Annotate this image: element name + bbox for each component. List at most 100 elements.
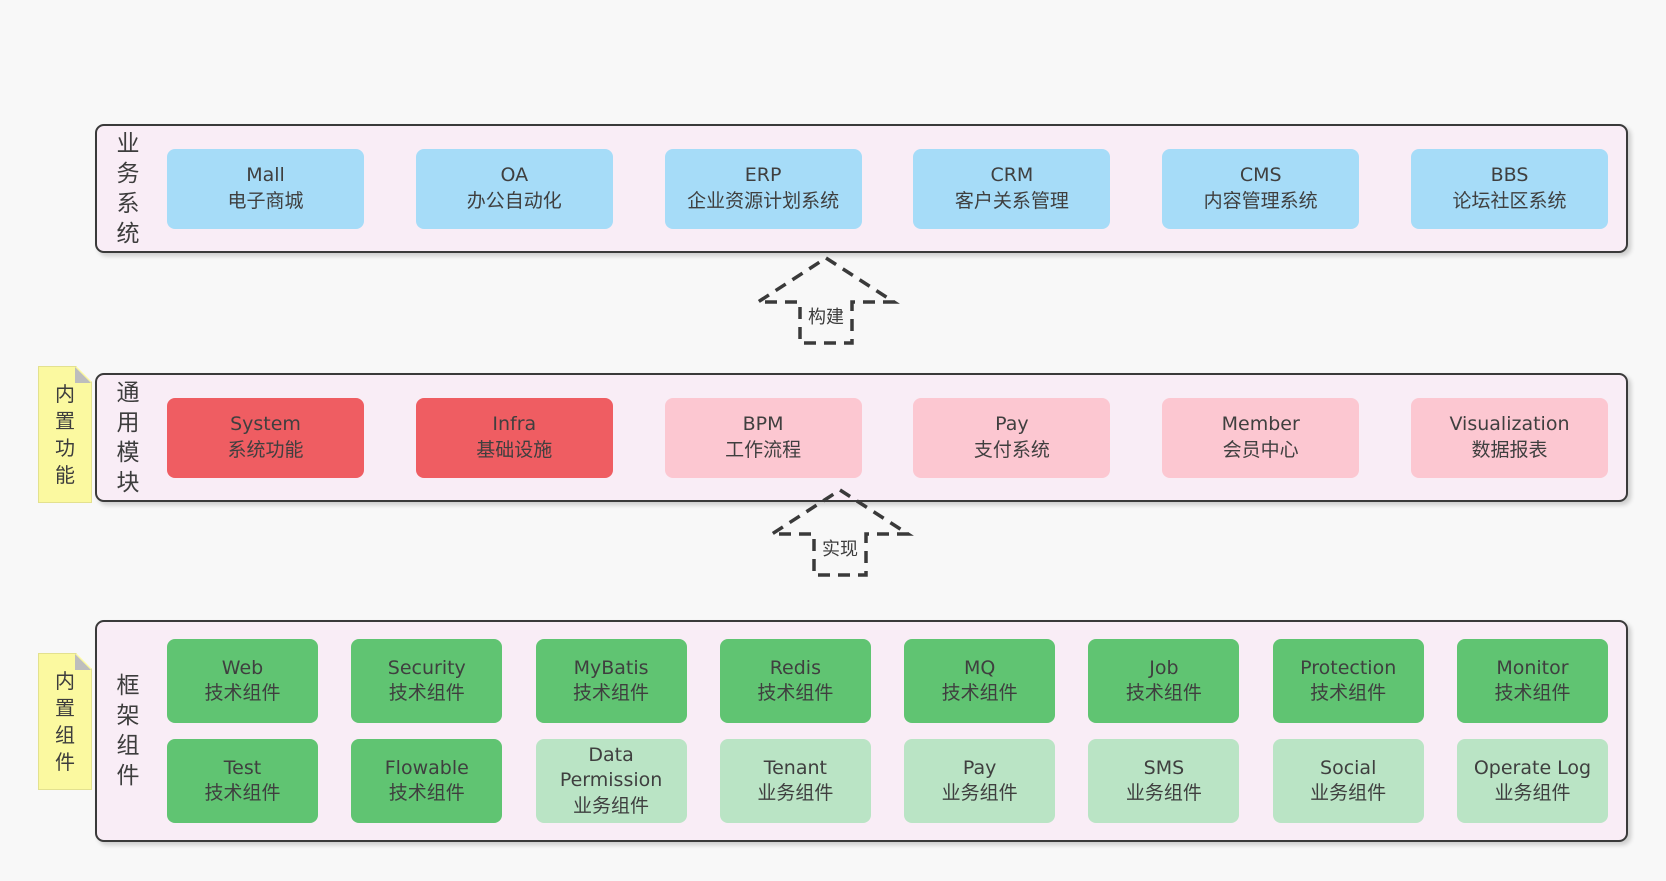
node-redis: Redis 技术组件 <box>719 639 871 723</box>
sticky-built-in-components: 内置组件 <box>38 653 92 790</box>
section-business-systems: 业务系统 Mall 电子商城 OA 办公自动化 ERP 企业资源计划系统 CRM… <box>95 124 1628 253</box>
node-mall: Mall 电子商城 <box>167 148 364 229</box>
node-name: Operate Log <box>1473 756 1592 779</box>
node-name: Mall <box>246 164 285 187</box>
arrow-build: 构建 <box>751 253 901 347</box>
node-name: Member <box>1221 413 1300 436</box>
section-common-modules: 通用模块 System 系统功能 Infra 基础设施 BPM 工作流程 Pay… <box>95 373 1628 502</box>
node-name: Infra <box>492 413 537 436</box>
business-systems-rows: Mall 电子商城 OA 办公自动化 ERP 企业资源计划系统 CRM 客户关系… <box>141 148 1626 229</box>
node-cms: CMS 内容管理系统 <box>1162 148 1360 229</box>
node-desc: 支付系统 <box>973 438 1050 461</box>
node-mybatis: MyBatis 技术组件 <box>535 639 687 723</box>
node-test: Test 技术组件 <box>167 739 318 823</box>
node-name: Test <box>223 756 262 779</box>
node-bpm: BPM 工作流程 <box>664 397 862 478</box>
node-name: BPM <box>742 413 784 436</box>
node-operate-log: Operate Log 业务组件 <box>1456 739 1608 823</box>
node-pay-module: Pay 支付系统 <box>913 397 1111 478</box>
node-desc: 内容管理系统 <box>1203 189 1318 212</box>
node-name: Flowable <box>384 756 469 779</box>
node-desc: 企业资源计划系统 <box>687 189 840 212</box>
node-desc: 业务组件 <box>1310 782 1387 804</box>
node-desc: 论坛社区系统 <box>1452 189 1567 212</box>
node-system: System 系统功能 <box>167 397 364 478</box>
section-label-business-systems: 业务系统 <box>116 130 140 247</box>
node-desc: 技术组件 <box>573 682 650 704</box>
common-modules-row: System 系统功能 Infra 基础设施 BPM 工作流程 Pay 支付系统… <box>167 397 1608 478</box>
folded-corner-icon <box>75 367 91 383</box>
node-name: System <box>230 413 301 436</box>
arrow-up-icon <box>766 487 914 577</box>
node-name: Data Permission <box>559 744 663 792</box>
node-data-permission: Data Permission 业务组件 <box>535 739 687 823</box>
framework-components-row-1: Web 技术组件 Security 技术组件 MyBatis 技术组件 Redi… <box>167 639 1608 723</box>
node-desc: 工作流程 <box>725 438 802 461</box>
node-name: Monitor <box>1496 656 1569 679</box>
node-name: Visualization <box>1449 413 1570 436</box>
node-desc: 电子商城 <box>227 189 304 212</box>
folded-corner-icon <box>75 654 91 670</box>
arrow-implement: 实现 <box>765 485 915 579</box>
sticky-built-in-components-label: 内置组件 <box>55 668 75 774</box>
node-name: BBS <box>1490 164 1529 187</box>
framework-components-row-2: Test 技术组件 Flowable 技术组件 Data Permission … <box>167 739 1608 823</box>
node-oa: OA 办公自动化 <box>415 148 613 229</box>
node-desc: 办公自动化 <box>466 189 562 212</box>
common-modules-rows: System 系统功能 Infra 基础设施 BPM 工作流程 Pay 支付系统… <box>141 397 1626 478</box>
node-web: Web 技术组件 <box>167 639 318 723</box>
node-name: CMS <box>1239 164 1282 187</box>
section-label-common-modules: 通用模块 <box>116 379 140 496</box>
node-desc: 技术组件 <box>1125 682 1202 704</box>
node-desc: 数据报表 <box>1471 438 1548 461</box>
node-name: Social <box>1320 756 1377 779</box>
node-desc: 基础设施 <box>476 438 553 461</box>
section-framework-components: 框架组件 Web 技术组件 Security 技术组件 MyBatis 技术组件… <box>95 620 1628 842</box>
node-desc: 业务组件 <box>1494 782 1571 804</box>
business-systems-row: Mall 电子商城 OA 办公自动化 ERP 企业资源计划系统 CRM 客户关系… <box>167 148 1608 229</box>
node-security: Security 技术组件 <box>351 639 503 723</box>
node-mq: MQ 技术组件 <box>904 639 1056 723</box>
node-desc: 技术组件 <box>757 682 834 704</box>
node-flowable: Flowable 技术组件 <box>351 739 503 823</box>
node-name: Redis <box>769 656 821 679</box>
node-protection: Protection 技术组件 <box>1272 639 1424 723</box>
node-desc: 技术组件 <box>1310 682 1387 704</box>
node-name: Security <box>387 656 466 679</box>
node-name: ERP <box>744 164 782 187</box>
node-name: Pay <box>962 756 997 779</box>
node-desc: 技术组件 <box>1494 682 1571 704</box>
node-desc: 业务组件 <box>757 782 834 804</box>
node-name: Protection <box>1300 656 1397 679</box>
node-bbs: BBS 论坛社区系统 <box>1410 148 1608 229</box>
node-name: SMS <box>1143 756 1185 779</box>
node-sms: SMS 业务组件 <box>1088 739 1240 823</box>
node-job: Job 技术组件 <box>1088 639 1240 723</box>
node-tenant: Tenant 业务组件 <box>719 739 871 823</box>
node-pay-component: Pay 业务组件 <box>904 739 1056 823</box>
arrow-up-icon <box>752 255 900 345</box>
node-desc: 技术组件 <box>941 682 1018 704</box>
node-erp: ERP 企业资源计划系统 <box>664 148 862 229</box>
node-member: Member 会员中心 <box>1162 397 1360 478</box>
framework-components-rows: Web 技术组件 Security 技术组件 MyBatis 技术组件 Redi… <box>141 639 1626 823</box>
node-desc: 客户关系管理 <box>954 189 1069 212</box>
node-desc: 技术组件 <box>388 782 465 804</box>
node-name: CRM <box>990 164 1034 187</box>
arrow-build-label: 构建 <box>804 303 848 329</box>
node-name: Tenant <box>763 756 827 779</box>
node-desc: 技术组件 <box>388 682 465 704</box>
section-label-framework-components: 框架组件 <box>116 673 140 789</box>
node-monitor: Monitor 技术组件 <box>1456 639 1608 723</box>
node-desc: 业务组件 <box>1125 782 1202 804</box>
node-desc: 系统功能 <box>227 438 304 461</box>
node-name: Web <box>221 656 264 679</box>
sticky-built-in-features-label: 内置功能 <box>55 381 75 487</box>
node-visualization: Visualization 数据报表 <box>1410 397 1608 478</box>
node-desc: 业务组件 <box>573 794 650 817</box>
node-name: Job <box>1149 656 1179 679</box>
node-name: OA <box>500 164 529 187</box>
node-desc: 业务组件 <box>941 782 1018 804</box>
node-desc: 会员中心 <box>1222 438 1299 461</box>
